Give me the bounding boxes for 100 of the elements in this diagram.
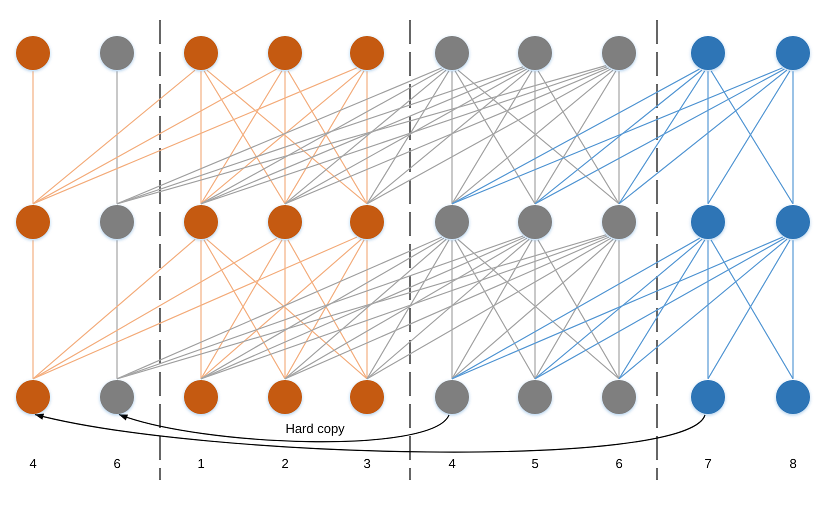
connector-line [366, 240, 450, 380]
circle-node [518, 380, 552, 414]
circle-node [350, 205, 384, 239]
connector-line [534, 68, 785, 204]
circle-node [16, 205, 50, 239]
connector-line [366, 238, 612, 380]
circle-node [435, 36, 469, 70]
connector-line [284, 236, 610, 380]
connector-line [534, 70, 702, 204]
circle-node [350, 380, 384, 414]
circle-node [184, 205, 218, 239]
connector-line [452, 68, 700, 204]
connector-line [200, 68, 444, 204]
connector-line [116, 66, 524, 204]
connector-line [284, 240, 286, 379]
circle-node [518, 205, 552, 239]
connector-line [32, 67, 357, 204]
connector-line [116, 236, 442, 380]
circle-node [691, 380, 725, 414]
circle-node [518, 36, 552, 70]
connector-line [618, 70, 706, 204]
connector-line [200, 236, 526, 380]
circle-node [16, 380, 50, 414]
connector-line [200, 67, 525, 204]
curved-arrow [34, 413, 706, 453]
circle-node [16, 36, 50, 70]
connector-line [116, 67, 442, 204]
connector-line [284, 67, 609, 204]
column-number: 4 [30, 456, 37, 470]
connector-line [707, 71, 709, 204]
circle-node [268, 380, 302, 414]
circle-node [776, 380, 810, 414]
connector-line [200, 71, 202, 204]
connector-line [116, 240, 118, 379]
connector-line [116, 235, 524, 380]
connector-line [284, 70, 446, 204]
connector-line [707, 240, 709, 379]
connector-line [366, 70, 450, 204]
connector-line [32, 68, 277, 204]
connector-line [200, 238, 444, 380]
connector-line [534, 240, 536, 379]
column-number: 6 [616, 456, 623, 470]
connector-line [792, 240, 794, 379]
connector-line [200, 235, 608, 380]
connector-line [116, 234, 606, 380]
connector-line [284, 238, 528, 380]
connector-line [451, 240, 453, 379]
column-number: 6 [114, 456, 121, 470]
connector-line [618, 238, 788, 380]
connector-line [366, 238, 530, 380]
connector-line [32, 71, 34, 204]
connector-line [452, 236, 783, 380]
circle-node [100, 36, 134, 70]
connector-line [452, 67, 783, 204]
connector-line [618, 240, 620, 379]
circle-node [268, 36, 302, 70]
circle-node [350, 36, 384, 70]
circle-node [184, 36, 218, 70]
connector-line [618, 240, 706, 380]
column-number: 2 [282, 456, 289, 470]
column-number: 8 [790, 456, 797, 470]
connector-line [452, 238, 700, 380]
connector-line [32, 240, 34, 379]
connector-line [618, 71, 620, 204]
circle-node [100, 380, 134, 414]
connector-line [366, 240, 368, 379]
circle-node [268, 205, 302, 239]
circle-node [691, 205, 725, 239]
connector-line [366, 71, 368, 204]
curved-arrow [118, 414, 450, 442]
connector-line [792, 71, 794, 204]
connector-line [618, 70, 788, 204]
connector-line [534, 238, 785, 380]
circle-node [691, 36, 725, 70]
connector-line [200, 66, 608, 204]
column-number: 1 [198, 456, 205, 470]
connector-line [284, 68, 527, 204]
column-number: 4 [448, 456, 456, 470]
circle-node [602, 36, 636, 70]
connector-line [116, 65, 606, 204]
connector-line [366, 70, 530, 204]
circle-node [776, 205, 810, 239]
connector-line [534, 238, 702, 380]
column-number: 3 [364, 456, 371, 470]
circle-node [100, 205, 134, 239]
connector-line [451, 71, 453, 204]
connector-line [284, 238, 447, 380]
circle-node [602, 380, 636, 414]
connector-line [32, 70, 196, 204]
circle-node [184, 380, 218, 414]
connector-line [32, 238, 278, 380]
connector-line [366, 68, 611, 204]
column-number: 7 [704, 456, 712, 470]
connector-line [534, 71, 536, 204]
circle-node [435, 205, 469, 239]
connector-line [200, 240, 202, 379]
circle-node [776, 36, 810, 70]
connector-line [116, 71, 118, 204]
connector-line [32, 238, 196, 380]
column-number: 5 [532, 456, 539, 470]
